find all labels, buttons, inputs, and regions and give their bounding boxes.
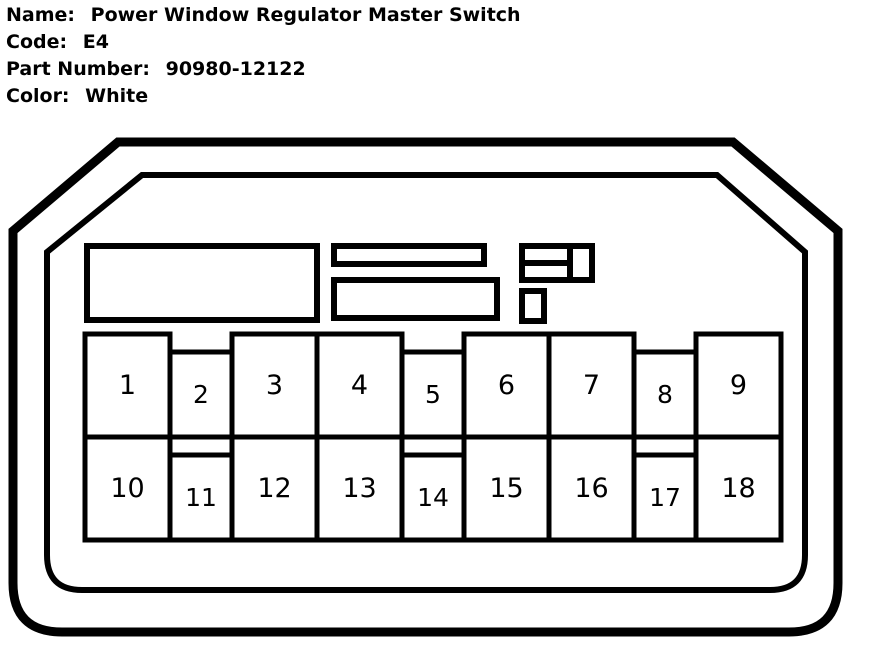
pin-cell-9[interactable] — [693, 331, 784, 440]
spec-label-color: Color: — [6, 85, 70, 107]
large-left-keyway — [84, 243, 320, 323]
pin-number-text: 10 — [110, 473, 145, 504]
pin-number-text: 15 — [489, 473, 524, 504]
upper-slot-bar — [331, 243, 487, 267]
pin-label-15: 15 — [464, 437, 549, 540]
spec-row-part-number: Part Number: 90980-12122 — [6, 56, 866, 83]
pin-number-text: 18 — [721, 473, 756, 504]
connector-diagram: 1 2 3 4 5 6 7 8 9 10 11 12 13 14 15 16 1… — [0, 128, 880, 646]
pin-number-text: 1 — [118, 370, 137, 401]
pin-label-6: 6 — [464, 334, 549, 437]
pin-label-11: 11 — [170, 455, 232, 540]
pin-label-16: 16 — [549, 437, 634, 540]
pin-cell-12[interactable] — [229, 434, 320, 543]
pin-number-text: 4 — [350, 370, 369, 401]
pin-label-18: 18 — [696, 437, 781, 540]
pin-label-1: 1 — [85, 334, 170, 437]
connector-spec-list: Name: Power Window Regulator Master Swit… — [6, 2, 866, 110]
pin-number-text: 13 — [342, 473, 377, 504]
pin-label-13: 13 — [317, 437, 402, 540]
spec-value-part-number: 90980-12122 — [165, 58, 306, 80]
spec-label-name: Name: — [6, 4, 76, 26]
pin-label-12: 12 — [232, 437, 317, 540]
spec-row-name: Name: Power Window Regulator Master Swit… — [6, 2, 866, 29]
pin-cell-18[interactable] — [693, 434, 784, 543]
pin-label-5: 5 — [402, 352, 464, 437]
pin-label-9: 9 — [696, 334, 781, 437]
pin-label-14: 14 — [402, 455, 464, 540]
spec-value-name: Power Window Regulator Master Switch — [90, 4, 521, 26]
pin-number-layer: 1 2 3 4 5 6 7 8 9 10 11 12 13 14 15 16 1… — [0, 128, 880, 646]
pin-number-text: 14 — [417, 483, 449, 512]
pin-number-text: 6 — [497, 370, 516, 401]
spec-label-part-number: Part Number: — [6, 58, 150, 80]
pin-label-8: 8 — [634, 352, 696, 437]
pin-label-2: 2 — [170, 352, 232, 437]
pin-label-17: 17 — [634, 455, 696, 540]
pin-label-10: 10 — [85, 437, 170, 540]
pin-cell-14[interactable] — [399, 452, 467, 543]
pin-number-text: 17 — [649, 483, 681, 512]
spec-row-color: Color: White — [6, 83, 866, 110]
spec-value-color: White — [85, 85, 149, 107]
pin-number-text: 11 — [185, 483, 217, 512]
pin-number-text: 8 — [657, 380, 673, 409]
spec-row-code: Code: E4 — [6, 29, 866, 56]
pin-number-text: 12 — [257, 473, 292, 504]
pin-number-text: 5 — [425, 380, 441, 409]
pin-number-text: 16 — [574, 473, 609, 504]
pin-cell-5[interactable] — [399, 349, 467, 440]
pin-number-text: 7 — [582, 370, 601, 401]
small-square-keyway — [519, 288, 547, 324]
pin-number-text: 9 — [729, 370, 748, 401]
pin-number-text: 2 — [193, 380, 209, 409]
pin-label-3: 3 — [232, 334, 317, 437]
pin-number-text: 3 — [265, 370, 284, 401]
pin-cell-2[interactable] — [167, 349, 235, 440]
connector-outline-svg — [8, 137, 843, 637]
pin-cell-7[interactable] — [546, 331, 637, 440]
pin-label-4: 4 — [317, 334, 402, 437]
spec-value-code: E4 — [82, 31, 109, 53]
spec-label-code: Code: — [6, 31, 68, 53]
lower-slot-bar — [331, 277, 500, 321]
pin-label-7: 7 — [549, 334, 634, 437]
